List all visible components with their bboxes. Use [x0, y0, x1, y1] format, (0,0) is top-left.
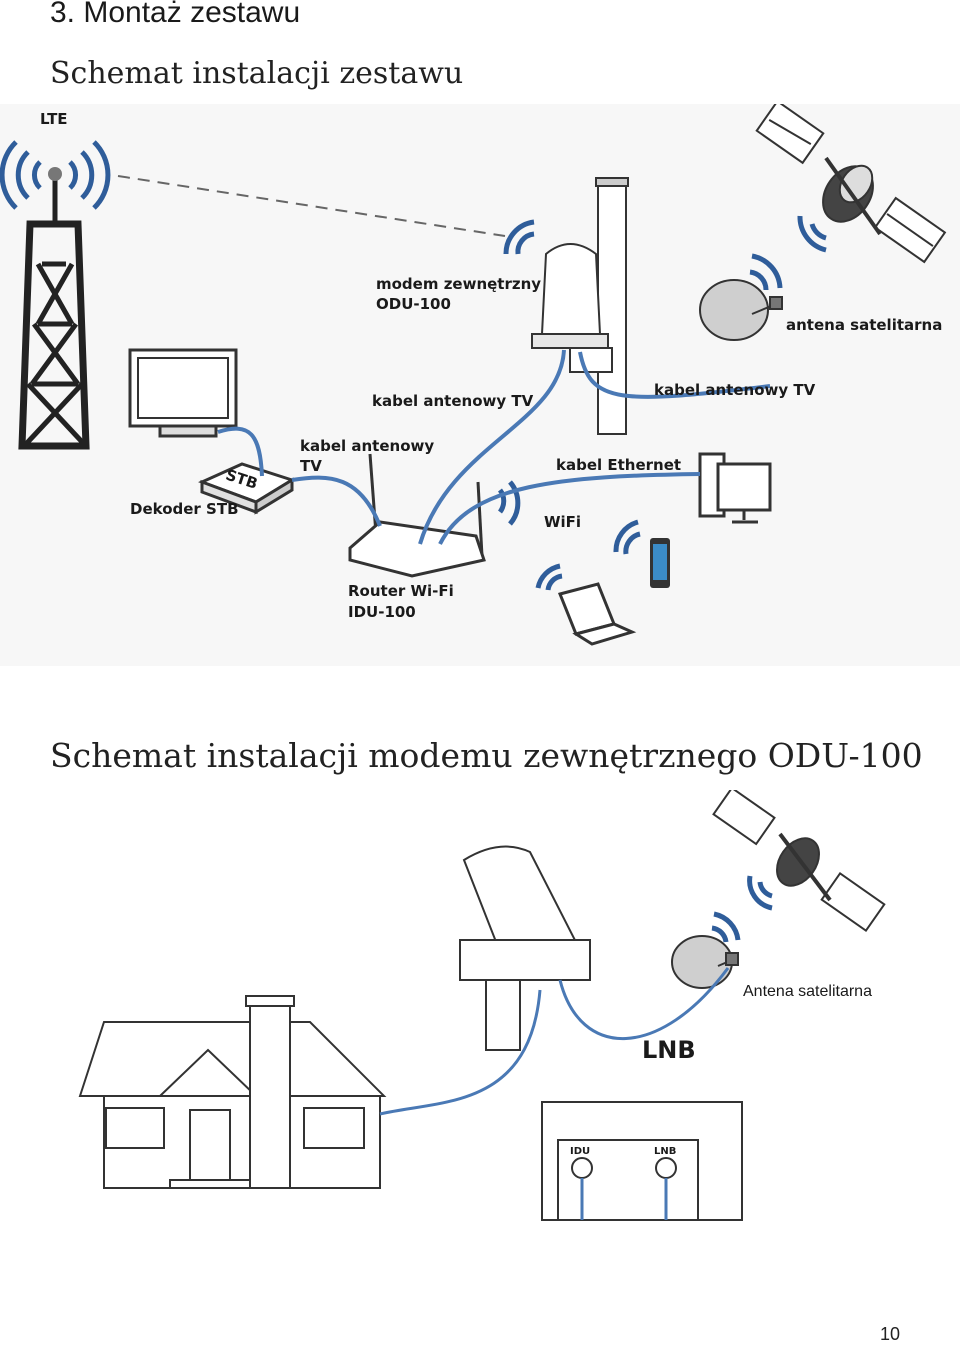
diagram1-title: Schemat instalacji zestawu	[50, 56, 464, 91]
port-lnb-label: LNB	[654, 1146, 676, 1157]
lte-label: LTE	[40, 110, 68, 128]
laptop-icon	[557, 582, 637, 646]
outdoor-modem-icon	[531, 243, 613, 373]
satellite-signal-icon	[797, 215, 827, 253]
diagram2-title: Schemat instalacji modemu zewnętrznego O…	[50, 736, 923, 775]
modem-label-line1: modem zewnętrzny	[376, 275, 541, 293]
stb-decoder-label: Dekoder STB	[130, 500, 239, 518]
modem-installation-diagram: Antena satelitarna IDU LNB LNB	[60, 790, 940, 1240]
wifi-label: WiFi	[544, 513, 581, 531]
ethernet-cable-label: kabel Ethernet	[556, 456, 681, 474]
section-heading: 3. Montaż zestawu	[50, 0, 301, 29]
lte-signal-waves-icon	[0, 140, 111, 210]
satellite-dish-icon	[671, 935, 739, 989]
satellite-signal-icon	[747, 875, 773, 911]
satellite-icon	[712, 790, 886, 932]
satellite-antenna-label: antena satelitarna	[786, 316, 942, 334]
desktop-computer-icon	[698, 452, 772, 524]
lte-tower-icon	[18, 174, 90, 450]
dish-signal-icon	[711, 911, 741, 943]
wireless-link-line	[117, 175, 506, 237]
phone-signal-icon	[613, 519, 641, 555]
satellite-antenna-label: Antena satelitarna	[743, 983, 872, 1000]
lnb-label: LNB	[642, 1036, 696, 1064]
house-icon	[78, 995, 387, 1189]
cables	[217, 349, 771, 545]
router-wifi-icon	[497, 480, 521, 526]
tv-cable-stb-label-line2: TV	[300, 457, 322, 475]
router-label-line1: Router Wi-Fi	[348, 582, 454, 600]
tv-cable-stb-label-line1: kabel antenowy	[300, 437, 434, 455]
port-idu-label: IDU	[570, 1146, 590, 1157]
cables	[379, 967, 730, 1220]
installation-diagram: LTE modem zewnętrzny ODU-100 antena sate…	[0, 104, 960, 666]
page-number: 10	[880, 1324, 901, 1344]
lte-tower-tip-icon	[48, 167, 62, 181]
tv-cable-satellite-label: kabel antenowy TV	[654, 381, 816, 399]
stb-decoder-icon	[198, 462, 296, 515]
router-label-line2: IDU-100	[348, 603, 416, 621]
laptop-signal-icon	[535, 563, 563, 591]
modem-label-line2: ODU-100	[376, 295, 451, 313]
modem-signal-icon	[503, 219, 535, 255]
outdoor-modem-icon	[459, 845, 591, 1051]
satellite-dish-icon	[699, 279, 783, 341]
port-closeup-icon	[541, 1101, 743, 1221]
tv-cable-modem-label: kabel antenowy TV	[372, 392, 534, 410]
smartphone-icon	[650, 538, 670, 588]
dish-signal-icon	[749, 253, 783, 291]
tv-icon	[128, 348, 238, 438]
satellite-icon	[755, 104, 947, 264]
